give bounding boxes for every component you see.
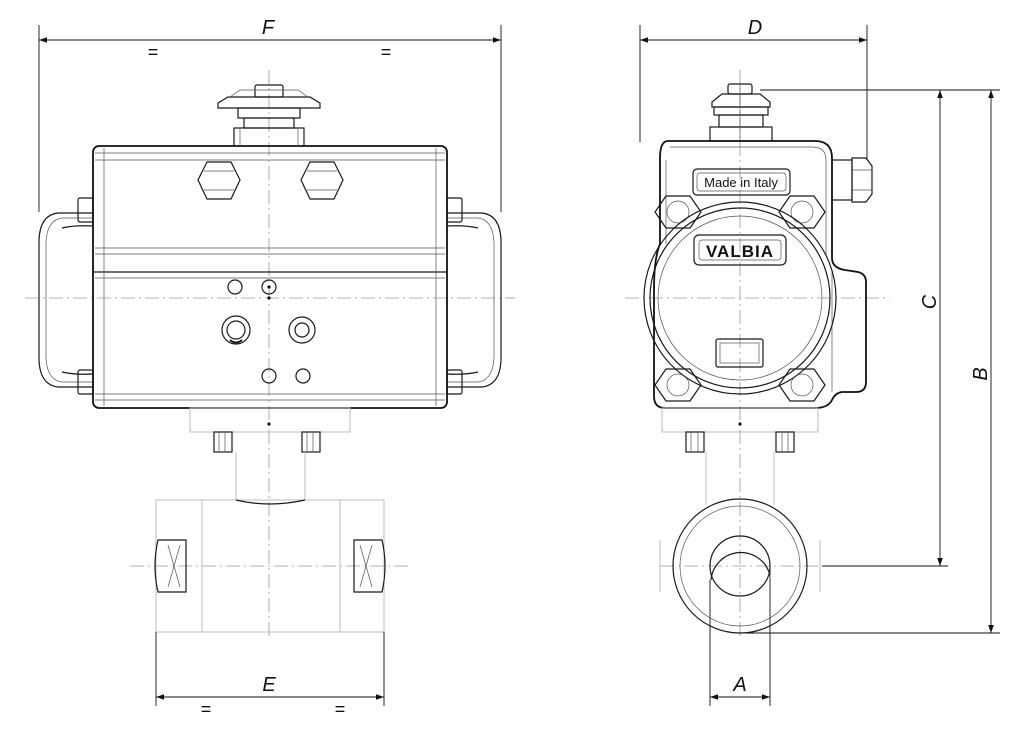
dimension-A: A bbox=[709, 566, 771, 706]
dim-label-D: D bbox=[748, 17, 762, 39]
front-top-indicator bbox=[217, 84, 321, 147]
dimension-D: D bbox=[639, 17, 868, 160]
valbia-brand-plate: VALBIA bbox=[693, 234, 787, 266]
front-view bbox=[25, 70, 515, 640]
dim-label-B: B bbox=[970, 367, 992, 380]
side-view: Made in Italy VALBIA bbox=[625, 70, 890, 640]
dimension-F: F = = bbox=[38, 17, 502, 212]
side-cylinder-end bbox=[643, 201, 837, 395]
dim-label-A: A bbox=[732, 674, 746, 696]
side-bracket bbox=[661, 407, 819, 505]
dimension-C: C bbox=[760, 89, 1000, 567]
right-end-cap bbox=[446, 197, 502, 395]
dimension-B: B bbox=[740, 90, 1000, 634]
side-fitting bbox=[831, 157, 873, 203]
dim-label-F: F bbox=[262, 17, 276, 39]
brand-text: VALBIA bbox=[706, 242, 774, 261]
side-actuator-body bbox=[653, 140, 867, 409]
front-hex-nut-left bbox=[197, 161, 241, 200]
front-hex-nut-right bbox=[300, 161, 344, 200]
side-top-indicator bbox=[709, 83, 773, 142]
plate-text: Made in Italy bbox=[704, 175, 778, 190]
front-bracket bbox=[189, 407, 351, 500]
made-in-italy-plate: Made in Italy bbox=[692, 168, 791, 196]
side-indicator-window bbox=[715, 338, 764, 368]
front-valve-body bbox=[154, 499, 386, 633]
equal-mark-bottom-right: = bbox=[335, 699, 346, 719]
equal-mark-top-right: = bbox=[381, 42, 392, 62]
front-ports bbox=[221, 279, 316, 384]
left-end-cap bbox=[38, 197, 94, 395]
equal-mark-top-left: = bbox=[148, 42, 159, 62]
dim-label-E: E bbox=[262, 674, 276, 696]
side-hex-nuts bbox=[654, 195, 826, 402]
dim-label-C: C bbox=[919, 294, 941, 309]
dimension-E: E = = bbox=[155, 632, 385, 719]
equal-mark-bottom-left: = bbox=[201, 699, 212, 719]
